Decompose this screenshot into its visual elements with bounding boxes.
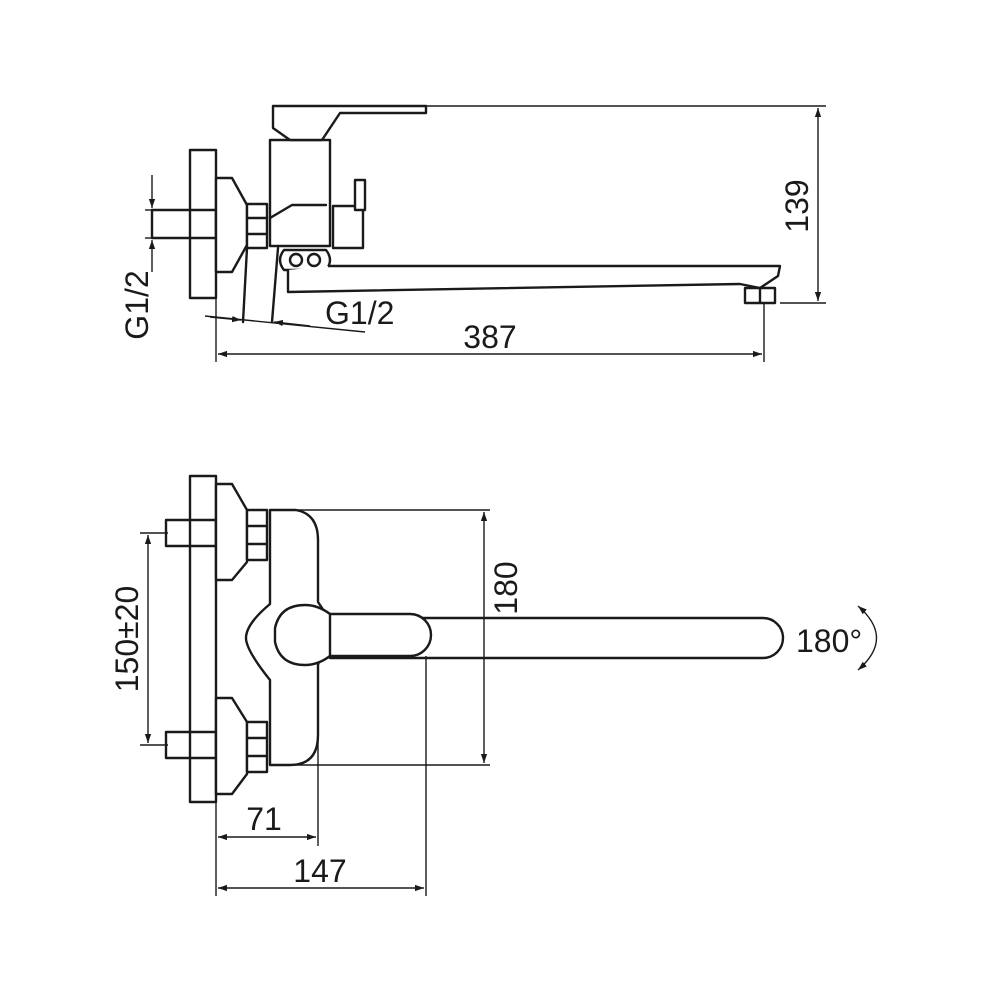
dim-length: 387 bbox=[463, 319, 516, 355]
spout bbox=[286, 264, 782, 294]
diverter-knob bbox=[331, 204, 365, 250]
rotation-angle: 180° bbox=[796, 623, 862, 659]
eccentric-connector bbox=[241, 246, 249, 324]
dim-body-offset: 71 bbox=[246, 801, 282, 837]
upper-nut bbox=[245, 508, 269, 562]
spout bbox=[328, 616, 785, 660]
wall-section bbox=[188, 474, 218, 804]
escutcheon bbox=[214, 176, 249, 274]
top-view: 180 150±20 180° 71 147 bbox=[109, 474, 878, 896]
lower-nut bbox=[245, 720, 269, 774]
dim-body-depth: 147 bbox=[293, 853, 346, 889]
upper-escutcheon bbox=[214, 482, 249, 582]
dim-height: 139 bbox=[779, 179, 815, 232]
dim-reach: 180 bbox=[488, 561, 524, 614]
lever-handle bbox=[273, 603, 433, 667]
rotation-arrow bbox=[857, 605, 878, 671]
side-view: 139 387 G1/2 G1/2 bbox=[119, 104, 826, 362]
coupling-nut bbox=[245, 202, 269, 250]
lower-escutcheon bbox=[214, 696, 249, 796]
wall-section bbox=[188, 148, 218, 300]
lever-handle bbox=[271, 104, 428, 142]
dim-inlet-spacing: 150±20 bbox=[109, 586, 145, 693]
thread-body: G1/2 bbox=[325, 295, 394, 331]
thread-wall: G1/2 bbox=[119, 270, 155, 339]
mixer-body bbox=[268, 138, 332, 248]
inlet-pipe bbox=[150, 208, 218, 240]
